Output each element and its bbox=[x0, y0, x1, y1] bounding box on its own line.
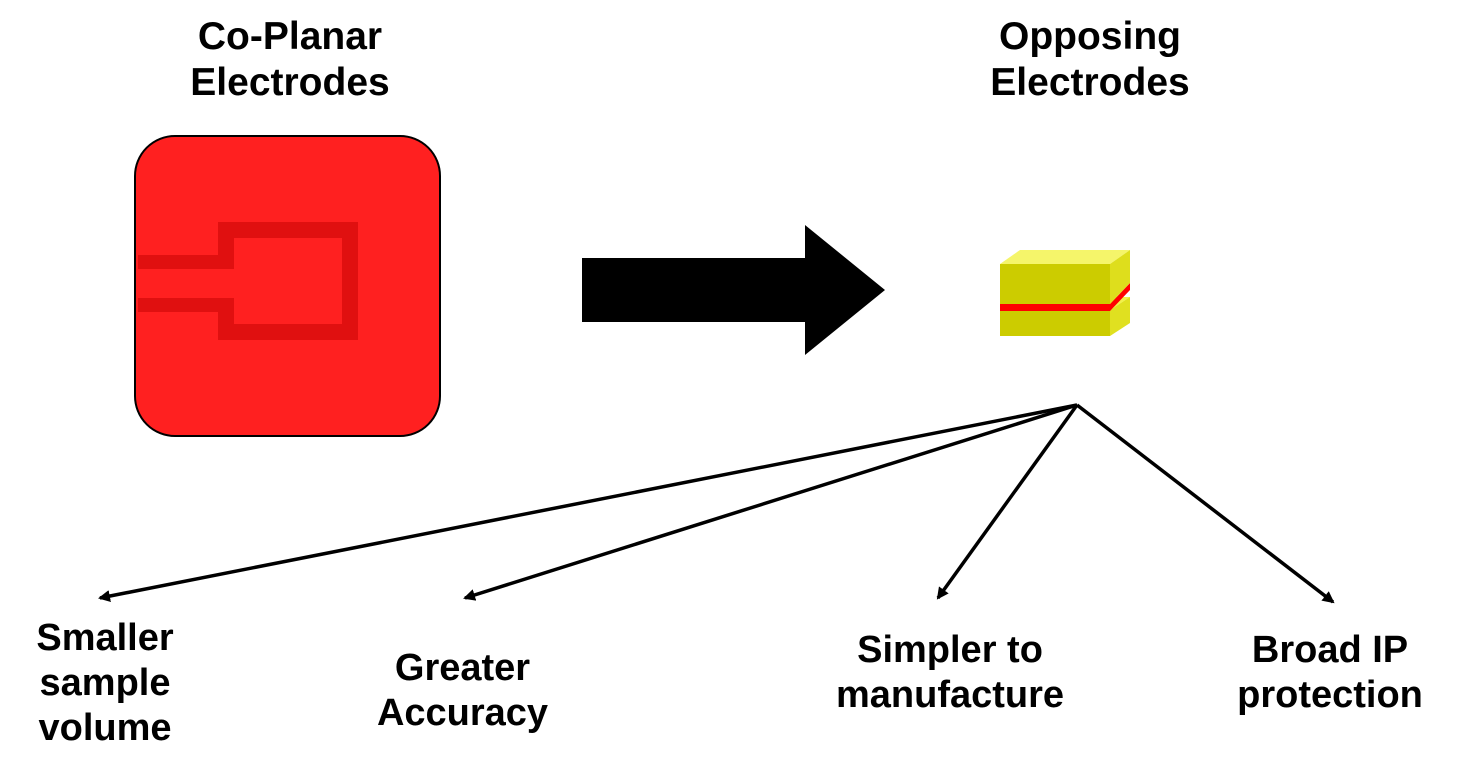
coplanar-title: Co-Planar Electrodes bbox=[190, 15, 390, 105]
opposing-title: Opposing Electrodes bbox=[990, 15, 1190, 105]
arrow-to-greater-accuracy bbox=[463, 403, 1078, 601]
opposing-electrode-stack bbox=[1000, 250, 1130, 336]
benefit-smaller-sample-volume: Smaller sample volume bbox=[36, 617, 174, 749]
arrow-to-simpler-to-manufacture bbox=[936, 403, 1079, 600]
transformation-arrow bbox=[582, 225, 885, 355]
benefit-greater-accuracy: Greater Accuracy bbox=[376, 647, 549, 734]
benefit-simpler-to-manufacture: Simpler to manufacture bbox=[835, 629, 1065, 716]
benefit-arrows bbox=[98, 403, 1335, 604]
arrow-to-broad-ip-protection bbox=[1075, 403, 1335, 604]
benefit-broad-ip-protection: Broad IP protection bbox=[1237, 629, 1423, 716]
coplanar-electrode-trace bbox=[138, 222, 358, 340]
arrow-to-smaller-sample-volume bbox=[98, 403, 1078, 602]
coplanar-electrode-chip bbox=[134, 135, 441, 437]
